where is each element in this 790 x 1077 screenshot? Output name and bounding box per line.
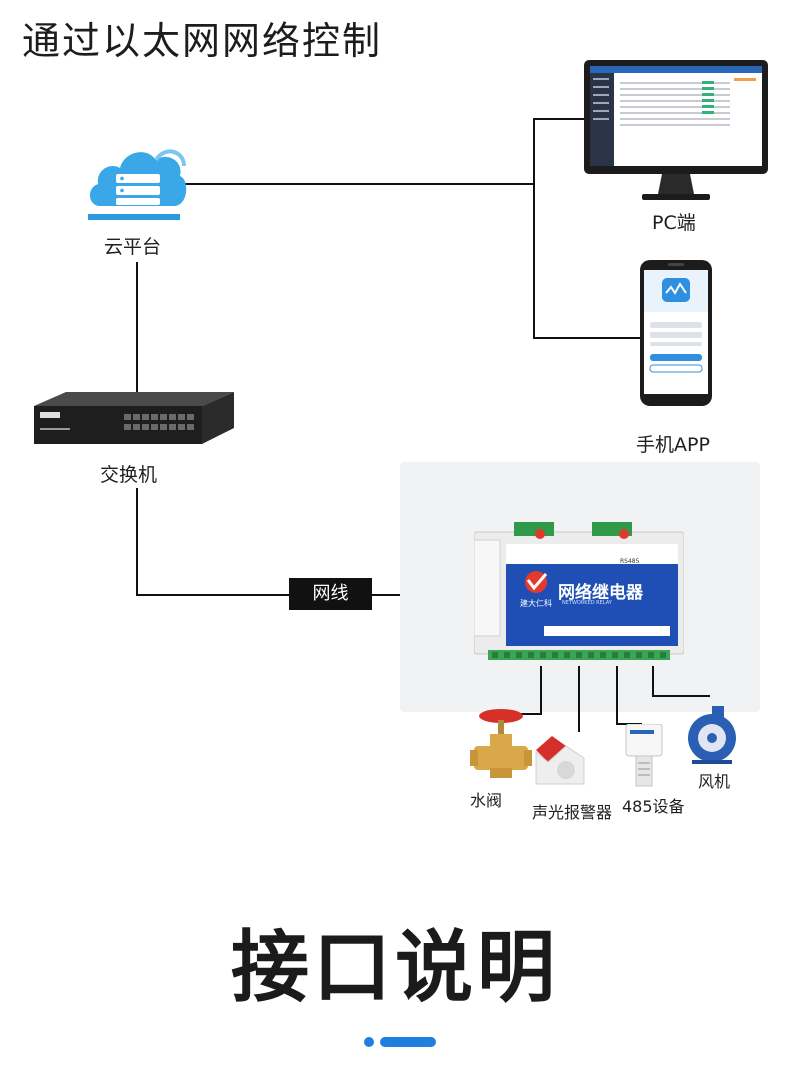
- water-valve-icon: [470, 709, 532, 778]
- wire-alarm: [578, 666, 580, 732]
- rs485-device-icon: [625, 724, 663, 787]
- indicator-bar: [380, 1037, 436, 1047]
- relay-name: 网络继电器: [558, 583, 643, 603]
- phone-label: 手机APP: [636, 434, 710, 456]
- indicator-dot: [364, 1037, 374, 1047]
- wire-valve: [540, 666, 542, 714]
- device485-label: 485设备: [622, 797, 685, 816]
- relay-english-name: NETWORKED RELAY: [562, 600, 612, 606]
- cloud-label: 云平台: [104, 236, 162, 258]
- wire-fan: [652, 666, 654, 696]
- line-to-pc: [533, 118, 585, 120]
- wire-fan-h: [652, 695, 710, 697]
- fan-label: 风机: [698, 772, 731, 791]
- switch-label: 交换机: [100, 464, 158, 486]
- cloud-server-icon: [88, 149, 187, 220]
- line-vertical-right: [533, 118, 535, 338]
- alarm-label: 声光报警器: [532, 803, 613, 822]
- pc-monitor-icon: [584, 60, 768, 200]
- fan-icon: [688, 706, 736, 764]
- cable-label: 网线: [289, 578, 372, 610]
- line-to-phone: [533, 337, 640, 339]
- relay-housing-icon: [474, 522, 684, 660]
- line-cloud-switch: [136, 262, 138, 392]
- alarm-icon: [535, 736, 585, 785]
- page-title: 通过以太网网络控制: [22, 19, 383, 63]
- valve-label: 水阀: [470, 791, 503, 810]
- relay-model-label: RS485: [620, 558, 640, 565]
- network-relay-device: RS485 网络继电器 NETWORKED RELAY 建大仁科: [474, 522, 684, 666]
- line-cloud-pc: [180, 183, 535, 185]
- section-title: 接口说明: [230, 923, 559, 1013]
- line-switch-down: [136, 488, 138, 595]
- phone-icon: [640, 260, 712, 406]
- wire-device485: [616, 666, 618, 724]
- pc-label: PC端: [652, 212, 696, 234]
- network-switch-icon: [34, 392, 234, 444]
- relay-brand: 建大仁科: [520, 599, 552, 608]
